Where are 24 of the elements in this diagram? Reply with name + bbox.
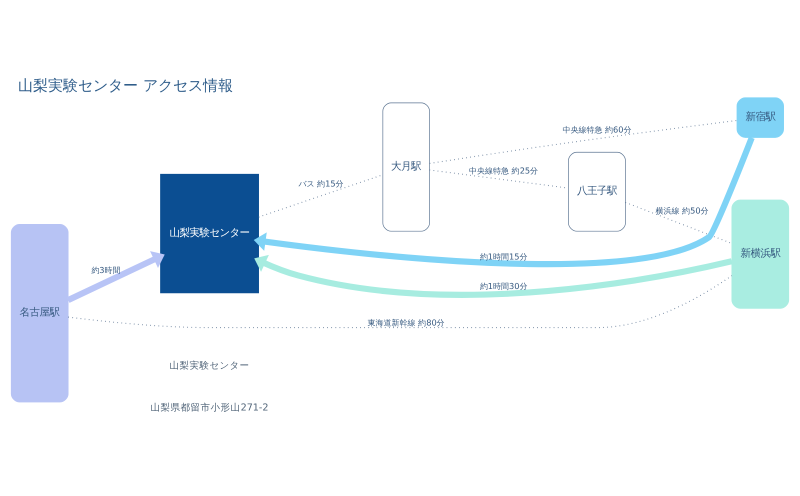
edge-label: 横浜線 約50分 — [656, 205, 709, 216]
node-box: 新横浜駅 — [731, 200, 790, 309]
diagram-title: 山梨実験センター アクセス情報 — [18, 76, 233, 95]
connector — [68, 275, 732, 328]
arrow — [254, 254, 732, 298]
node-box: 八王子駅 — [568, 152, 626, 232]
node-box: 大月駅 — [382, 102, 430, 232]
node-box: 山梨実験センター — [160, 174, 259, 294]
label: 山梨実験センター — [170, 360, 250, 372]
edge-label: 東海道新幹線 約80分 — [368, 317, 445, 328]
edge-label: 約1時間15分 — [480, 251, 528, 262]
arrow — [254, 136, 755, 268]
edge-label: 約3時間 — [91, 265, 121, 276]
edge-label: 中央線特急 約25分 — [469, 166, 538, 176]
edge-label: 約1時間30分 — [480, 280, 528, 291]
connector — [430, 120, 737, 164]
label: 山梨県都留市小形山271-2 — [150, 402, 269, 414]
connector — [258, 174, 383, 218]
arrow — [66, 251, 165, 303]
edge-label: 中央線特急 約60分 — [562, 124, 632, 134]
connector — [625, 202, 732, 244]
node-box: 新宿駅 — [736, 97, 784, 138]
node-box: 名古屋駅 — [10, 224, 69, 402]
edge-label: バス 約15分 — [298, 178, 344, 189]
